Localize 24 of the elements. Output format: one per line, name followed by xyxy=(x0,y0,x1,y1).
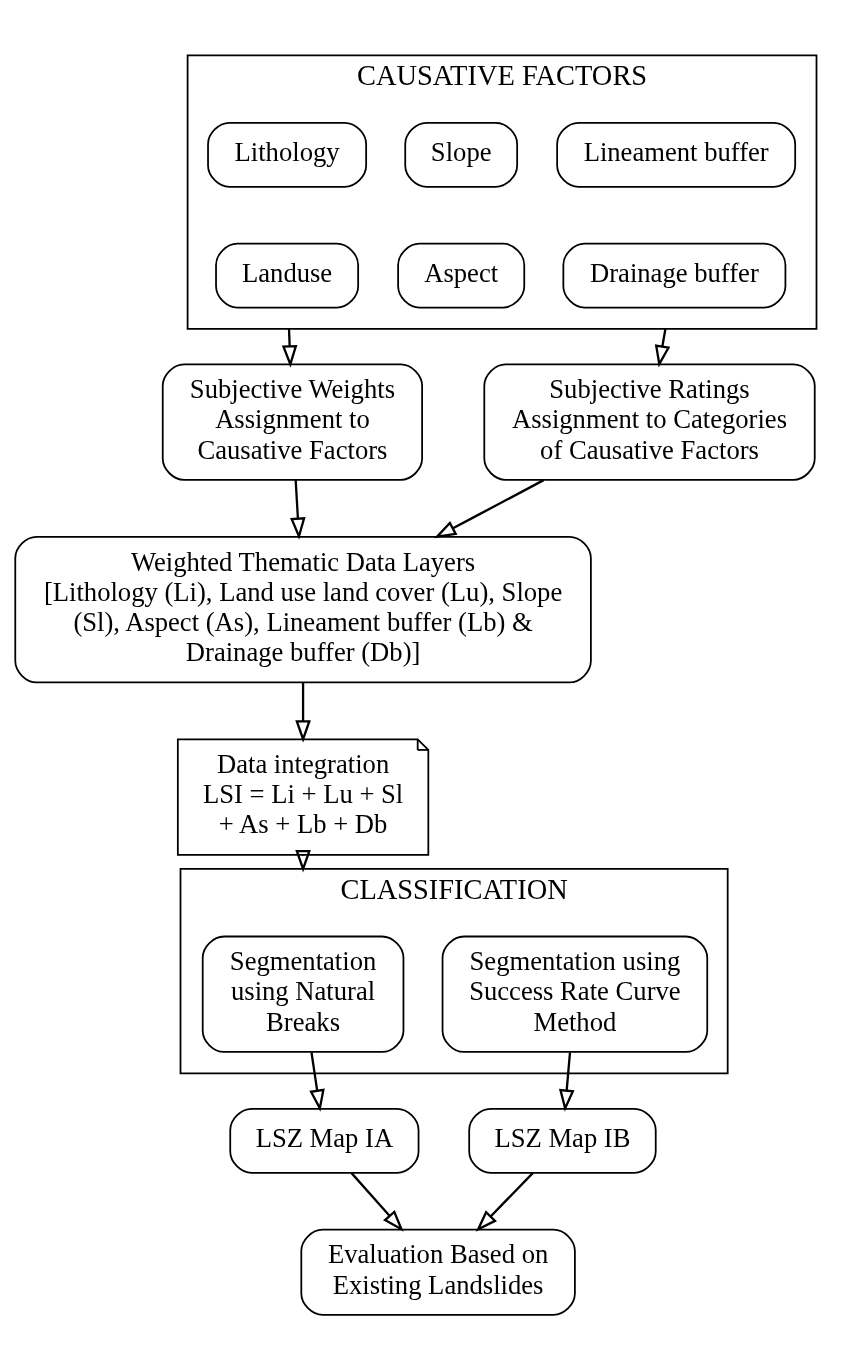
arrow xyxy=(558,1051,575,1112)
arrow xyxy=(654,328,671,368)
node-box: Slope xyxy=(404,121,519,188)
node-box: Subjective Weights Assignment to Causative Factors xyxy=(161,363,423,481)
arrow xyxy=(350,1171,404,1232)
node-box: Segmentation using Natural Breaks xyxy=(201,935,405,1053)
node-box: Landuse xyxy=(215,242,360,308)
arrow xyxy=(434,478,545,538)
node-box: Segmentation using Success Rate Curve Method xyxy=(441,935,709,1053)
node-box: LSZ Map IA xyxy=(229,1107,420,1174)
arrow xyxy=(290,479,306,540)
node-box: Lithology xyxy=(207,121,368,188)
arrow xyxy=(309,1051,325,1112)
arrow xyxy=(281,328,298,368)
arrow xyxy=(295,682,311,743)
arrow xyxy=(475,1171,534,1232)
node-box: Evaluation Based on Existing Landslides xyxy=(300,1228,576,1316)
arrow xyxy=(295,849,311,872)
node-box: Lineament buffer xyxy=(556,121,797,188)
node-box: LSZ Map IB xyxy=(468,1107,657,1174)
node-box: Aspect xyxy=(397,242,526,308)
node-box: Subjective Ratings Assignment to Categories of Causative Factors xyxy=(483,363,816,481)
node-box: Weighted Thematic Data Layers [Lithology (Li), Land use land cover (Lu), Slope (Sl), Aspect (As), Lineament buffer (Lb) & Drainage buffer (Db)] xyxy=(14,535,592,683)
node-box: Drainage buffer xyxy=(562,242,787,308)
